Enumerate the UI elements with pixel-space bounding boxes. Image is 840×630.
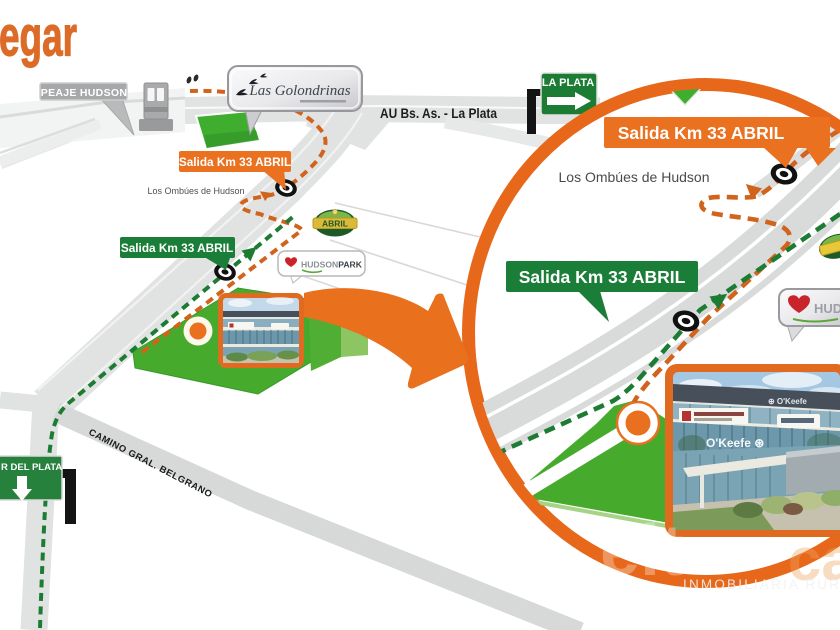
svg-text:HUD: HUD: [814, 301, 840, 316]
svg-text:Salida Km 33 ABRIL: Salida Km 33 ABRIL: [121, 241, 233, 255]
svg-text:AU Bs. As. - La Plata: AU Bs. As. - La Plata: [380, 106, 497, 121]
svg-text:Las Golondrinas: Las Golondrinas: [248, 83, 350, 99]
svg-text:egar: egar: [0, 5, 77, 69]
svg-text:PEAJE HUDSON: PEAJE HUDSON: [41, 87, 127, 99]
svg-text:Los Ombúes de Hudson: Los Ombúes de Hudson: [559, 169, 710, 185]
svg-text:ca: ca: [788, 526, 840, 593]
svg-text:Los Ombúes de Hudson: Los Ombúes de Hudson: [147, 186, 244, 196]
svg-text:INMOBILIARIA RUR: INMOBILIARIA RUR: [683, 577, 840, 592]
svg-text:ABRIL: ABRIL: [322, 219, 348, 229]
svg-text:LA PLATA: LA PLATA: [542, 77, 594, 89]
svg-text:R DEL PLATA: R DEL PLATA: [1, 462, 62, 473]
svg-text:eit: eit: [600, 511, 684, 591]
svg-text:⊕ O'Keefe: ⊕ O'Keefe: [768, 397, 807, 406]
svg-text:Salida Km 33 ABRIL: Salida Km 33 ABRIL: [519, 267, 686, 287]
svg-text:Salida Km 33 ABRIL: Salida Km 33 ABRIL: [179, 155, 291, 169]
svg-text:Salida Km 33 ABRIL: Salida Km 33 ABRIL: [618, 123, 785, 143]
svg-text:HUDSONPARK: HUDSONPARK: [301, 260, 363, 270]
svg-text:O'Keefe ⊛: O'Keefe ⊛: [706, 436, 764, 450]
